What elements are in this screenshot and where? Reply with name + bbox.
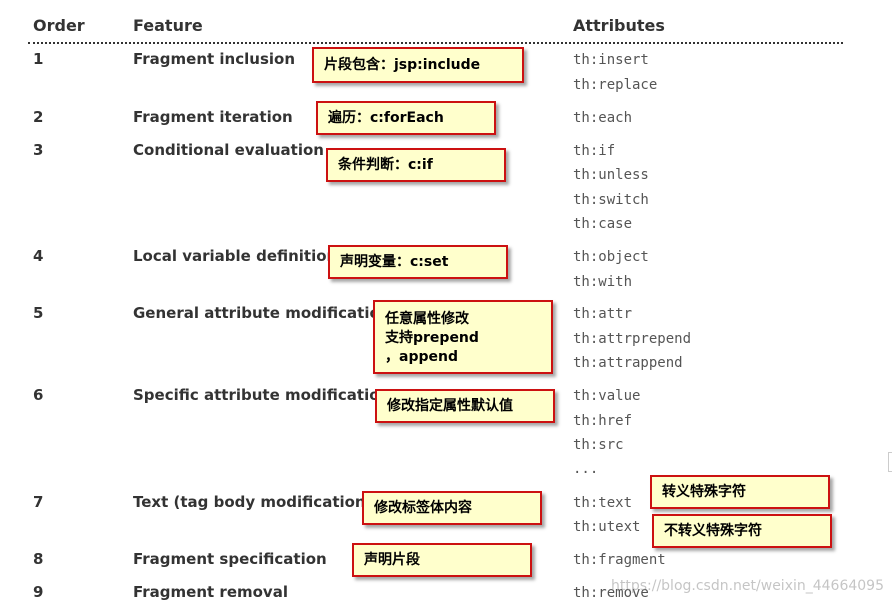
header-feature: Feature xyxy=(133,16,203,35)
row-5-feature: General attribute modification xyxy=(133,304,391,322)
note-unescape-text: 不转义特殊字符 xyxy=(652,514,832,548)
note-conditional-evaluation: 条件判断：c:if xyxy=(326,148,506,182)
row-1-order: 1 xyxy=(33,50,44,68)
header-order: Order xyxy=(33,16,85,35)
note-fragment-inclusion: 片段包含：jsp:include xyxy=(312,47,524,83)
row-7-order: 7 xyxy=(33,493,44,511)
row-8-attr-1: th:fragment xyxy=(573,552,666,568)
note-text-body: 修改标签体内容 xyxy=(362,491,542,525)
note-general-attribute: 任意属性修改 支持prepend ，append xyxy=(373,300,553,374)
row-6-attr-4: ... xyxy=(573,461,599,477)
row-3-order: 3 xyxy=(33,141,44,159)
row-5-attr-3: th:attrappend xyxy=(573,355,683,371)
header-divider xyxy=(28,42,843,44)
note-general-attribute-line-3: ，append xyxy=(385,349,458,365)
row-3-attr-4: th:case xyxy=(573,216,633,232)
row-7-attr-2: th:utext xyxy=(573,519,641,535)
row-7-feature: Text (tag body modification) xyxy=(133,493,373,511)
row-8-order: 8 xyxy=(33,550,44,568)
row-5-attr-1: th:attr xyxy=(573,306,633,322)
row-6-attr-3: th:src xyxy=(573,437,624,453)
row-3-attr-2: th:unless xyxy=(573,167,649,183)
note-general-attribute-line-2: 支持prepend xyxy=(385,330,479,346)
header-attributes: Attributes xyxy=(573,16,665,35)
watermark: https://blog.csdn.net/weixin_44664095 xyxy=(610,578,884,594)
row-5-order: 5 xyxy=(33,304,44,322)
row-6-attr-2: th:href xyxy=(573,413,633,429)
row-6-feature: Specific attribute modification xyxy=(133,386,391,404)
row-3-attr-1: th:if xyxy=(573,143,616,159)
note-fragment-specification: 声明片段 xyxy=(352,543,532,577)
note-escape-text: 转义特殊字符 xyxy=(650,475,830,509)
row-6-attr-1: th:value xyxy=(573,388,641,404)
row-2-order: 2 xyxy=(33,108,44,126)
row-4-order: 4 xyxy=(33,247,44,265)
note-general-attribute-line-1: 任意属性修改 xyxy=(385,311,469,327)
row-4-attr-2: th:with xyxy=(573,274,633,290)
note-fragment-iteration: 遍历：c:forEach xyxy=(316,101,496,135)
row-9-attr-1: th:remove xyxy=(573,585,649,601)
note-specific-attribute: 修改指定属性默认值 xyxy=(375,389,555,423)
row-3-attr-3: th:switch xyxy=(573,192,649,208)
row-8-feature: Fragment specification xyxy=(133,550,327,568)
row-4-feature: Local variable definition xyxy=(133,247,338,265)
row-2-attr-1: th:each xyxy=(573,110,633,126)
row-7-attr-1: th:text xyxy=(573,495,633,511)
row-5-attr-2: th:attrprepend xyxy=(573,331,692,347)
row-9-order: 9 xyxy=(33,583,44,601)
row-6-order: 6 xyxy=(33,386,44,404)
row-1-feature: Fragment inclusion xyxy=(133,50,296,68)
row-3-feature: Conditional evaluation xyxy=(133,141,324,159)
row-4-attr-1: th:object xyxy=(573,249,649,265)
edge-marker xyxy=(888,452,892,472)
row-1-attr-2: th:replace xyxy=(573,77,658,93)
row-9-feature: Fragment removal xyxy=(133,583,288,601)
row-1-attr-1: th:insert xyxy=(573,52,649,68)
note-local-variable: 声明变量：c:set xyxy=(328,245,508,279)
row-2-feature: Fragment iteration xyxy=(133,108,293,126)
